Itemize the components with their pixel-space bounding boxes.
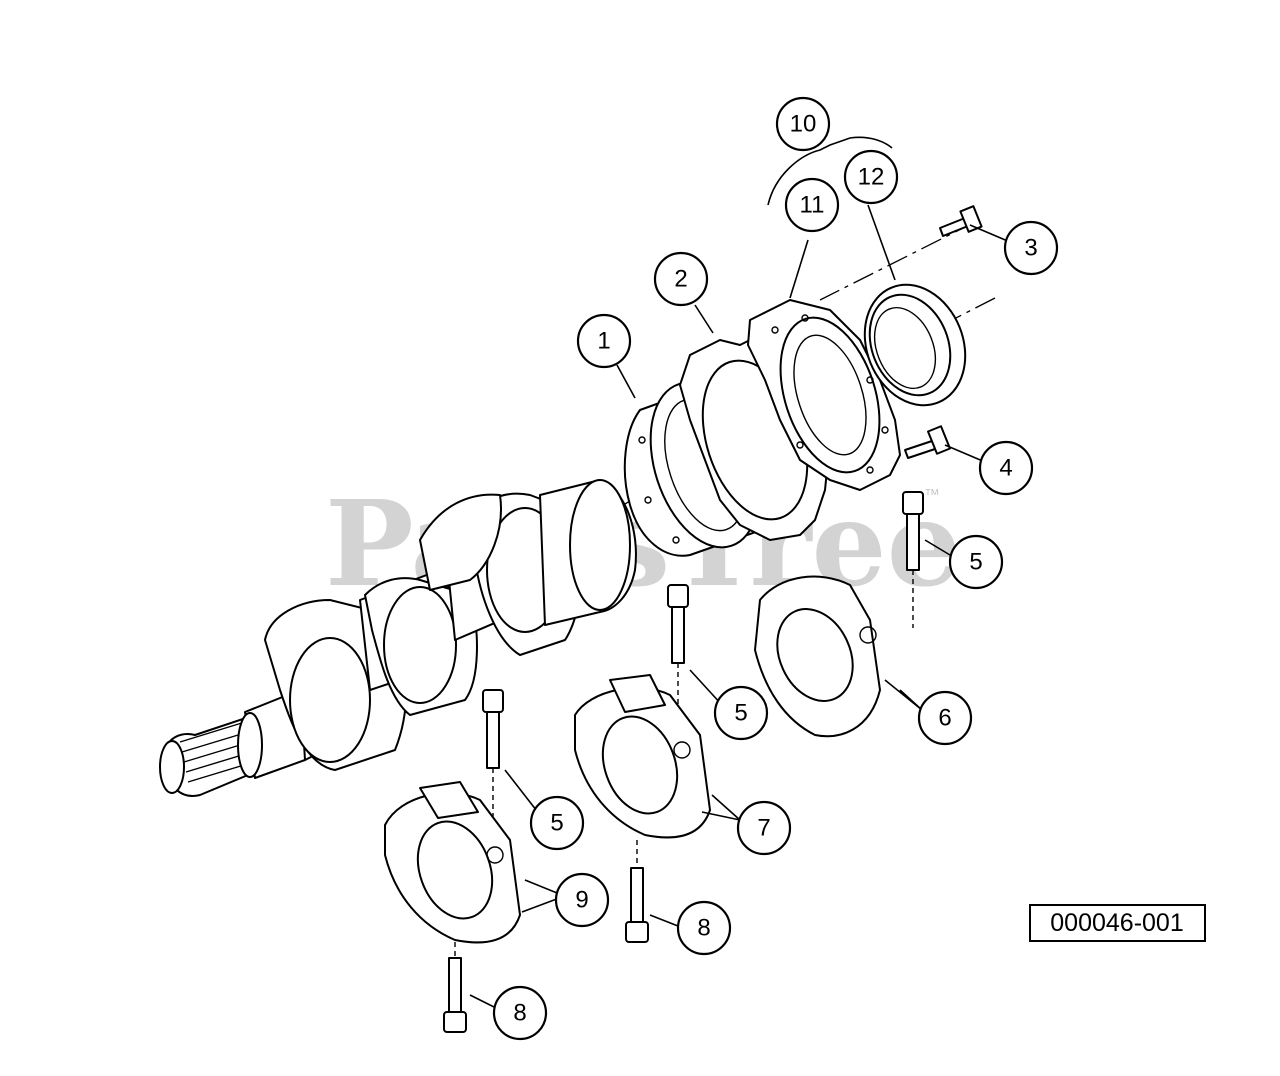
svg-text:8: 8 [697,915,710,942]
part-4-screw[interactable] [904,425,951,459]
part-5-bolt-a[interactable] [902,491,924,628]
callout-2: 2 [653,251,709,307]
svg-text:6: 6 [938,705,951,732]
part-7-bearing-cap[interactable] [574,674,711,839]
svg-text:2: 2 [674,266,687,293]
svg-text:3: 3 [1024,235,1037,262]
part-9-bearing-cap[interactable] [384,781,521,944]
reference-number: 000046-001 [1050,909,1183,937]
callout-11: 11 [784,177,840,233]
svg-text:1: 1 [597,328,610,355]
callout-5-b: 5 [713,685,769,741]
callout-4: 4 [978,440,1034,496]
svg-text:9: 9 [575,887,588,914]
callout-3: 3 [1003,220,1059,276]
svg-text:11: 11 [800,192,825,219]
part-6-bearing-cap[interactable] [754,575,881,738]
part-11-bearing-housing[interactable] [747,299,901,491]
svg-text:10: 10 [790,111,817,138]
svg-text:5: 5 [969,549,982,576]
part-8-bolt-b[interactable] [443,942,467,1033]
reference-number-box: 000046-001 [1029,904,1206,942]
part-8-bolt-a[interactable] [625,840,649,943]
svg-text:12: 12 [858,164,885,191]
svg-text:7: 7 [757,815,770,842]
callout-12: 12 [843,149,899,205]
svg-text:8: 8 [513,1000,526,1027]
callout-9: 9 [554,872,610,928]
part-12-oil-seal[interactable] [847,270,982,421]
callout-6: 6 [917,690,973,746]
callout-5-c: 5 [529,795,585,851]
callout-8-b: 8 [492,985,548,1041]
svg-text:5: 5 [734,700,747,727]
watermark-trademark: ™ [924,487,940,504]
callout-10: 10 [775,96,831,152]
part-5-bolt-c[interactable] [482,689,504,850]
callout-5-a: 5 [948,534,1004,590]
screw-axis-line-3 [819,221,976,301]
callout-7: 7 [736,800,792,856]
part-3-screw[interactable] [939,205,983,237]
svg-text:4: 4 [999,455,1012,482]
callout-1: 1 [576,313,632,369]
callout-8-a: 8 [676,900,732,956]
svg-text:5: 5 [550,810,563,837]
crankshaft[interactable] [159,479,637,797]
